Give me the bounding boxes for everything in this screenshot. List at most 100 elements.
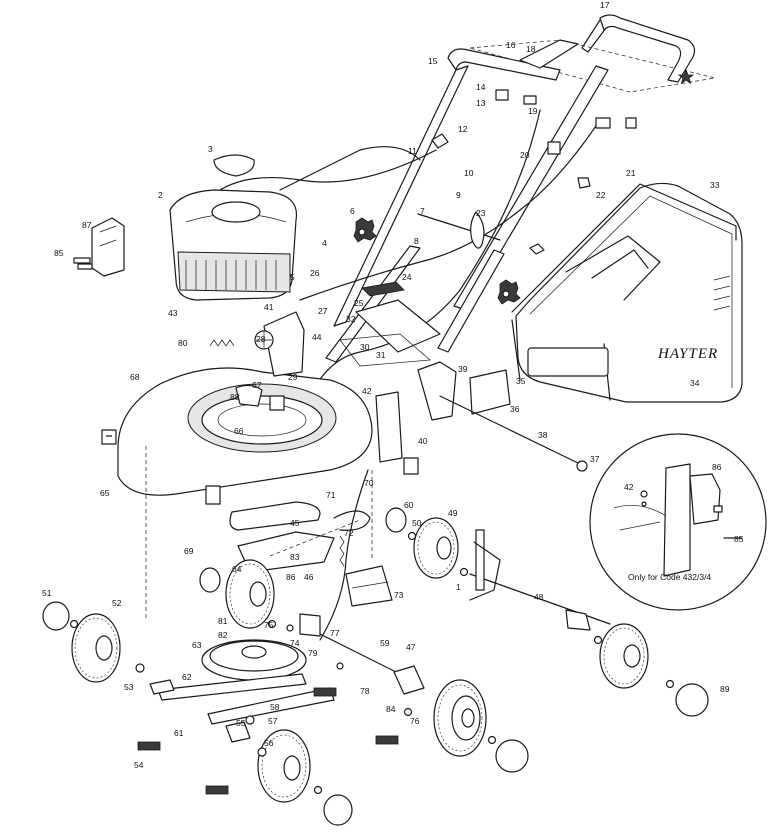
callout-14: 14 <box>476 82 486 92</box>
callout-88: 88 <box>230 392 240 402</box>
wheel-front-left <box>71 613 121 683</box>
callout-48: 48 <box>534 592 544 602</box>
callout-56: 56 <box>264 738 274 748</box>
callout-47: 47 <box>406 642 416 652</box>
center-tray <box>339 281 441 367</box>
detail-inset: Only for Code 432/3/4 <box>589 433 767 611</box>
wheel-rear-left <box>225 559 275 629</box>
callout-42: 42 <box>362 386 372 396</box>
callout-7: 7 <box>420 206 425 216</box>
callout-82: 82 <box>218 630 228 640</box>
callout-54: 54 <box>134 760 144 770</box>
handle-knob-left <box>353 217 377 243</box>
callout-12: 12 <box>458 124 468 134</box>
callout-85: 85 <box>54 248 64 258</box>
callout-34: 34 <box>690 378 700 388</box>
callout-19: 19 <box>528 106 538 116</box>
height-adjust-mechanism <box>209 311 588 472</box>
callout-3: 3 <box>208 144 213 154</box>
callout-53: 53 <box>124 682 134 692</box>
callout-81: 81 <box>218 616 228 626</box>
callout-16: 16 <box>506 40 516 50</box>
callout-62: 62 <box>182 672 192 682</box>
callout-20: 20 <box>520 150 530 160</box>
callout-59: 59 <box>380 638 390 648</box>
callout-30: 30 <box>360 342 370 352</box>
callout-73: 73 <box>394 590 404 600</box>
callout-71: 71 <box>326 490 336 500</box>
callout-79: 79 <box>308 648 318 658</box>
callout-9: 9 <box>456 190 461 200</box>
callout-25: 25 <box>354 298 364 308</box>
callout-50: 50 <box>412 518 422 528</box>
callout-61: 61 <box>174 728 184 738</box>
callout-65: 65 <box>100 488 110 498</box>
callout-labels: 1 2 3 4 5 6 7 8 9 10 11 12 13 14 15 16 1… <box>42 0 744 770</box>
callout-11: 11 <box>408 146 417 156</box>
callout-26: 26 <box>310 268 320 278</box>
callout-18: 18 <box>526 44 536 54</box>
callout-39: 39 <box>458 364 468 374</box>
callout-31: 31 <box>376 350 386 360</box>
callout-80: 80 <box>178 338 188 348</box>
callout-87: 87 <box>82 220 92 230</box>
wheel-rear-center <box>413 517 459 579</box>
callout-22: 22 <box>596 190 606 200</box>
callout-64: 64 <box>232 564 242 574</box>
callout-29: 29 <box>288 372 298 382</box>
callout-40: 40 <box>418 436 428 446</box>
callout-49: 49 <box>448 508 458 518</box>
callout-89: 89 <box>720 684 730 694</box>
callout-46: 46 <box>304 572 314 582</box>
handle-assembly <box>219 14 716 421</box>
callout-67: 67 <box>252 380 262 390</box>
callout-2: 2 <box>158 190 163 200</box>
drive-system <box>157 469 611 725</box>
callout-32: 32 <box>346 314 356 324</box>
callout-75: 75 <box>264 620 274 630</box>
callout-72: 72 <box>344 528 354 538</box>
callout-41: 41 <box>264 302 274 312</box>
callout-21: 21 <box>626 168 636 178</box>
callout-57: 57 <box>268 716 278 726</box>
callout-52: 52 <box>112 598 122 608</box>
callout-33: 33 <box>710 180 720 190</box>
callout-43: 43 <box>168 308 178 318</box>
inset-note: Only for Code 432/3/4 <box>628 572 711 582</box>
callout-8: 8 <box>414 236 419 246</box>
callout-86: 86 <box>286 572 296 582</box>
callout-27: 27 <box>318 306 328 316</box>
inset-callout-42: 42 <box>624 482 634 492</box>
callout-55: 55 <box>236 718 246 728</box>
brand-label: HAYTER <box>657 346 718 362</box>
wheel-drive <box>433 679 487 757</box>
callout-66: 66 <box>234 426 244 436</box>
callout-74: 74 <box>290 638 300 648</box>
callout-10: 10 <box>464 168 474 178</box>
callout-51: 51 <box>42 588 52 598</box>
callout-76: 76 <box>410 716 420 726</box>
callout-63: 63 <box>192 640 202 650</box>
callout-84: 84 <box>386 704 396 714</box>
callout-36: 36 <box>510 404 520 414</box>
callout-69: 69 <box>184 546 194 556</box>
engine <box>169 154 298 301</box>
hardware <box>69 531 675 795</box>
callout-60: 60 <box>404 500 414 510</box>
handle-knob-right <box>497 279 521 305</box>
callout-17: 17 <box>600 0 610 10</box>
side-bracket <box>73 217 125 277</box>
callout-5: 5 <box>290 272 295 282</box>
callout-37: 37 <box>590 454 600 464</box>
wheel-front-right <box>257 729 311 803</box>
callout-13: 13 <box>476 98 486 108</box>
inset-callout-86: 86 <box>712 462 722 472</box>
wheel-rear-right <box>599 623 649 689</box>
callout-58: 58 <box>270 702 280 712</box>
callout-70: 70 <box>364 478 374 488</box>
callout-28: 28 <box>256 334 266 344</box>
callout-35: 35 <box>516 376 526 386</box>
callout-24: 24 <box>402 272 412 282</box>
callout-23: 23 <box>476 208 486 218</box>
callout-68: 68 <box>130 372 140 382</box>
